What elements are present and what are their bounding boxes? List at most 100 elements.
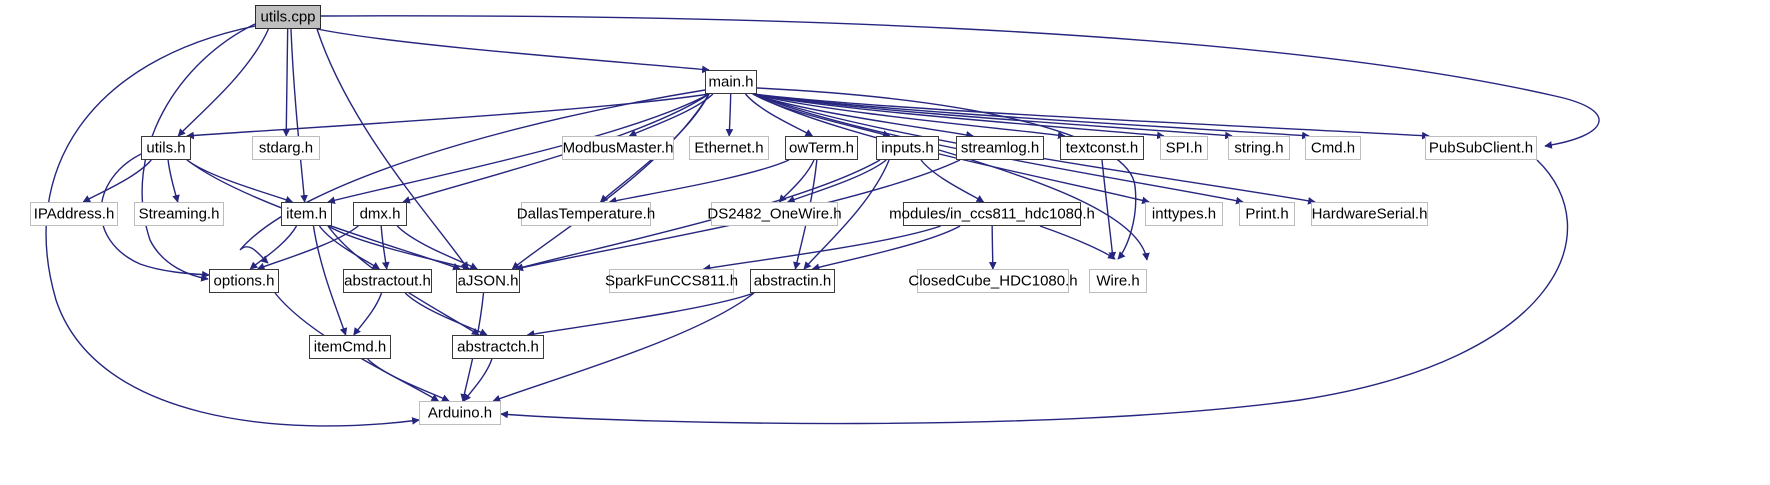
graph-edge (725, 93, 734, 137)
graph-node-label: Streaming.h (138, 205, 220, 222)
graph-node-IPAddress-h[interactable]: IPAddress.h (30, 202, 118, 226)
graph-node-label: utils.cpp (260, 8, 316, 25)
graph-node-Arduino-h[interactable]: Arduino.h (419, 401, 501, 425)
graph-edge (988, 225, 997, 270)
graph-node-label: utils.h (146, 139, 186, 156)
graph-node-textconst-h[interactable]: textconst.h (1060, 136, 1144, 160)
graph-node-inttypes-h[interactable]: inttypes.h (1145, 202, 1223, 226)
graph-edge (752, 93, 1310, 140)
graph-node-owTerm-h[interactable]: owTerm.h (785, 136, 858, 160)
graph-node-SPI-h[interactable]: SPI.h (1160, 136, 1208, 160)
graph-edge (282, 28, 291, 137)
graph-node-label: abstractout.h (344, 272, 431, 289)
graph-node-string-h[interactable]: string.h (1228, 136, 1290, 160)
graph-node-Cmd-h[interactable]: Cmd.h (1305, 136, 1361, 160)
graph-edge (752, 93, 1066, 139)
graph-node-label: Ethernet.h (694, 139, 764, 156)
graph-node-label: ClosedCube_HDC1080.h (908, 272, 1078, 289)
graph-edge (702, 225, 941, 272)
graph-edge (752, 93, 974, 139)
graph-node-label: string.h (1234, 139, 1284, 156)
graph-node-HardwareSerial-h[interactable]: HardwareSerial.h (1311, 202, 1428, 226)
graph-node-options-h[interactable]: options.h (209, 269, 279, 293)
graph-node-label: owTerm.h (788, 139, 855, 156)
graph-node-streamlog-h[interactable]: streamlog.h (956, 136, 1044, 160)
graph-node-label: textconst.h (1065, 139, 1139, 156)
graph-edge (628, 93, 714, 137)
graph-edge (1039, 225, 1116, 260)
graph-node-main-h[interactable]: main.h (705, 70, 757, 94)
graph-edge (396, 225, 478, 270)
graph-edge (256, 225, 359, 271)
graph-node-label: abstractch.h (457, 338, 539, 355)
graph-node-abstractin-h[interactable]: abstractin.h (750, 269, 835, 293)
graph-node-Streaming-h[interactable]: Streaming.h (134, 202, 224, 226)
graph-node-utils-h[interactable]: utils.h (141, 136, 191, 160)
graph-node-label: IPAddress.h (33, 205, 115, 222)
graph-node-PubSubClient-h[interactable]: PubSubClient.h (1425, 136, 1537, 160)
graph-edge (756, 87, 1137, 260)
graph-node-label: PubSubClient.h (1428, 139, 1534, 156)
graph-edge (778, 159, 815, 203)
graph-node-label: Cmd.h (1310, 139, 1356, 156)
graph-edge (186, 159, 294, 204)
graph-node-label: inputs.h (881, 139, 934, 156)
graph-node-inputs-h[interactable]: inputs.h (876, 136, 939, 160)
graph-node-stdarg-h[interactable]: stdarg.h (252, 136, 320, 160)
graph-edge (327, 225, 471, 271)
graph-edge (249, 225, 298, 270)
graph-edge (186, 93, 710, 140)
graph-node-label: streamlog.h (960, 139, 1040, 156)
graph-node-DS2482-OneWire-h[interactable]: DS2482_OneWire.h (707, 202, 842, 226)
graph-node-abstractout-h[interactable]: abstractout.h (343, 269, 432, 293)
graph-node-label: modules/in_ccs811_hdc1080.h (889, 205, 1095, 222)
graph-edge (787, 159, 887, 204)
graph-node-label: itemCmd.h (313, 338, 387, 355)
graph-edge (526, 292, 755, 338)
graph-edge (353, 292, 383, 336)
graph-node-label: DallasTemperature.h (516, 205, 656, 222)
graph-node-label: aJSON.h (457, 272, 519, 289)
graph-node-label: SPI.h (1165, 139, 1203, 156)
graph-edge (239, 89, 706, 264)
graph-edge (404, 292, 488, 336)
graph-node-label: SparkFunCCS811.h (604, 272, 739, 289)
graph-edge (463, 358, 493, 402)
graph-node-DallasTemperature-h[interactable]: DallasTemperature.h (517, 202, 655, 226)
graph-edge (312, 225, 348, 336)
graph-node-Ethernet-h[interactable]: Ethernet.h (689, 136, 769, 160)
graph-edge (367, 358, 450, 402)
graph-node-label: dmx.h (359, 205, 401, 222)
graph-edge (744, 93, 814, 137)
graph-edge (511, 93, 710, 270)
graph-edge (290, 28, 308, 203)
graph-node-itemCmd-h[interactable]: itemCmd.h (309, 335, 391, 359)
graph-node-item-h[interactable]: item.h (281, 202, 332, 226)
graph-edge (920, 159, 985, 203)
graph-node-label: Wire.h (1096, 272, 1140, 289)
graph-node-label: Arduino.h (427, 404, 493, 421)
graph-node-dmx-h[interactable]: dmx.h (353, 202, 407, 226)
graph-edge (177, 28, 270, 137)
graph-node-aJSON-h[interactable]: aJSON.h (456, 269, 520, 293)
graph-edge (167, 159, 180, 203)
graph-edge (1101, 159, 1117, 260)
graph-node-ClosedCube-HDC1080-h[interactable]: ClosedCube_HDC1080.h (908, 269, 1078, 293)
graph-node-label: item.h (286, 205, 327, 222)
graph-node-label: Print.h (1245, 205, 1289, 222)
graph-node-label: stdarg.h (258, 139, 314, 156)
graph-node-SparkFunCCS811-h[interactable]: SparkFunCCS811.h (605, 269, 738, 293)
graph-node-Print-h[interactable]: Print.h (1239, 202, 1295, 226)
graph-edge (752, 93, 1233, 140)
graph-node-label: main.h (708, 73, 754, 90)
graph-node-modules-ccs811[interactable]: modules/in_ccs811_hdc1080.h (889, 202, 1095, 226)
graph-node-label: DS2482_OneWire.h (707, 205, 842, 222)
graph-node-utils-cpp[interactable]: utils.cpp (255, 5, 321, 29)
graph-node-abstractch-h[interactable]: abstractch.h (452, 335, 544, 359)
graph-edge (320, 15, 1600, 149)
graph-node-label: abstractin.h (753, 272, 832, 289)
graph-node-Wire-h[interactable]: Wire.h (1089, 269, 1147, 293)
graph-node-ModbusMaster-h[interactable]: ModbusMaster.h (562, 136, 674, 160)
